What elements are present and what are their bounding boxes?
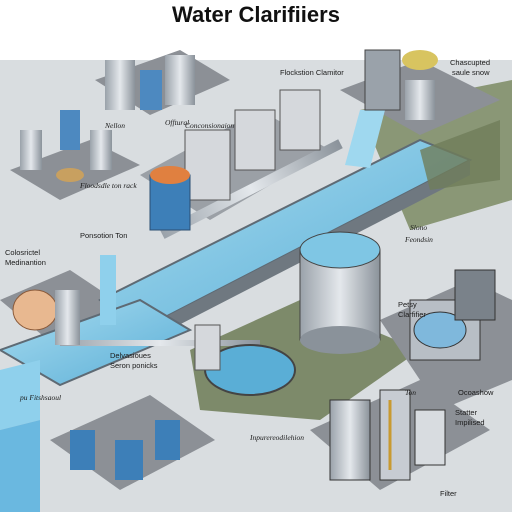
label-ferondsin: Feondsin — [404, 235, 433, 244]
label-ton: Ton — [405, 388, 416, 397]
round-clarifier-main — [299, 231, 381, 354]
waterfall-top — [345, 110, 385, 168]
label-medinantion: Medinantion — [5, 258, 46, 267]
pipe-main — [160, 139, 343, 239]
waterfall-left — [0, 360, 40, 430]
filter-unit-bottom-right — [329, 389, 446, 481]
tank-group-top-center — [105, 55, 195, 110]
flocculation-units — [184, 89, 321, 201]
label-statter: Statter — [455, 408, 478, 417]
label-slono: Slono — [410, 223, 427, 232]
reed-strip — [420, 120, 500, 190]
label-filter: Filter — [440, 489, 457, 498]
blue-tank-center — [149, 166, 191, 231]
page-title: Water Clarifiiers — [172, 2, 340, 27]
label-conconsional: Conconsionaion — [185, 121, 234, 130]
label-floodsdle: Floodsdle ton rack — [79, 181, 137, 190]
label-inpurered: Inpurereodilehion — [249, 433, 304, 442]
label-nellon: Nellon — [104, 121, 125, 130]
round-basin-lower — [194, 324, 296, 396]
label-clarfifier: Clarfifier — [398, 310, 426, 319]
label-flockstion: Flockstion Clamitor — [280, 68, 344, 77]
pipe-lower — [60, 340, 260, 346]
waterfall-left-base — [0, 420, 40, 512]
label-seron: Seron ponicks — [110, 361, 158, 370]
stream-left — [100, 255, 116, 325]
label-petsy: Petsy — [398, 300, 417, 309]
coagulant-tank-left — [12, 289, 80, 345]
tank-group-top-left — [20, 110, 112, 182]
label-ocoashow: Ocoashow — [458, 388, 494, 397]
label-offtural: Offtural — [165, 118, 189, 127]
clarifier-machine-right — [409, 269, 496, 361]
label-saule: saule snow — [452, 68, 490, 77]
label-impilised: Impilised — [455, 418, 485, 427]
label-delvasious: Delvasioues — [110, 351, 151, 360]
label-pu-fitsh: pu Fitshsaoul — [19, 393, 61, 402]
label-chascupted: Chascupted — [450, 58, 490, 67]
label-ponsotion: Ponsotion Ton — [80, 231, 127, 240]
tank-group-bottom-left — [70, 420, 180, 480]
label-colosrictel: Colosrictel — [5, 248, 40, 257]
pump-station-top-right — [364, 49, 438, 120]
